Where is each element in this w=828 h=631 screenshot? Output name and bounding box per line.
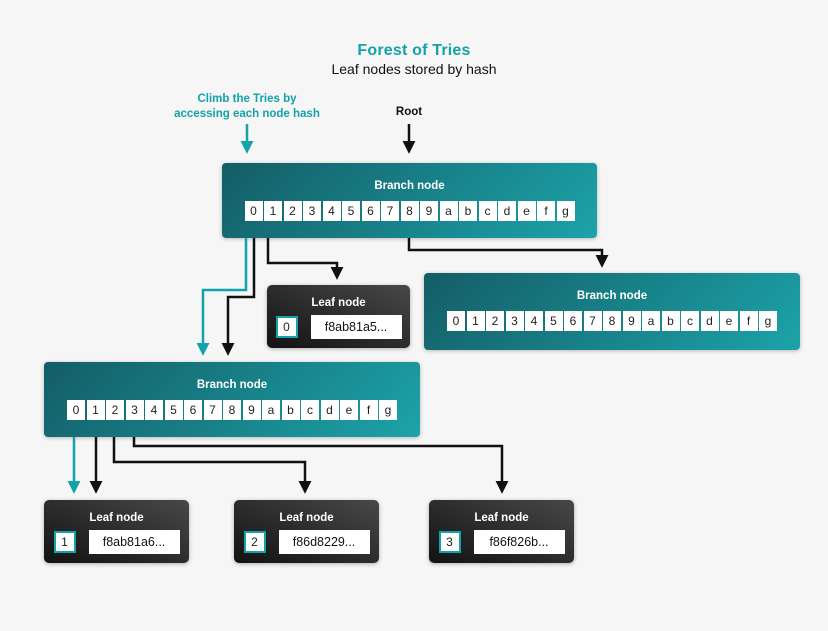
branch-cell-9: 9 [242,400,261,420]
leaf-node-3: Leaf node 3 f86f826b... [429,500,574,563]
branch-cell-4: 4 [525,311,543,331]
branch-cell-d: d [498,201,516,221]
branch-cell-b: b [281,400,300,420]
branch-node-lower-label: Branch node [196,379,268,391]
branch-cell-2: 2 [283,201,302,221]
climb-annotation-line2: accessing each node hash [174,107,320,120]
climb-annotation: Climb the Tries by accessing each node h… [127,92,367,122]
branch-cell-0: 0 [447,311,465,331]
branch-cell-d: d [700,311,719,331]
leaf-node-1-hash: f8ab81a6... [88,530,180,554]
branch-cell-7: 7 [203,400,222,420]
branch-cell-f: f [537,201,555,221]
branch-cell-6: 6 [184,400,202,420]
branch-cell-4: 4 [145,400,163,420]
branch-cell-g: g [556,201,575,221]
branch-cell-b: b [459,201,477,221]
branch-cell-9: 9 [622,311,641,331]
branch-cell-e: e [340,400,358,420]
branch-cell-1: 1 [86,400,105,420]
climb-annotation-line1: Climb the Tries by [197,93,297,105]
branch-cell-a: a [439,201,458,221]
branch-node-top-label: Branch node [374,180,445,192]
branch-cell-e: e [720,311,738,331]
leaf-node-0: Leaf node 0 f8ab81a5... [267,285,410,348]
leaf-node-1-label: Leaf node [89,512,144,524]
leaf-node-3-label: Leaf node [474,512,529,524]
leaf-node-0-hash: f8ab81a5... [310,315,402,339]
branch-cell-5: 5 [164,400,183,420]
branch-cell-d: d [320,400,339,420]
branch-cell-2: 2 [486,311,504,331]
branch-cell-7: 7 [381,201,399,221]
leaf-node-2-label: Leaf node [279,512,334,524]
branch-cell-1: 1 [466,311,485,331]
branch-cell-g: g [379,400,397,420]
branch-cell-5: 5 [544,311,563,331]
branch-cell-8: 8 [603,311,621,331]
branch-cell-6: 6 [564,311,582,331]
leaf-node-3-hash: f86f826b... [473,530,565,554]
arrow-top-cell1-to-leaf0 [266,238,344,280]
leaf-node-2-hash: f86d8229... [278,530,370,554]
branch-cell-e: e [517,201,536,221]
branch-cell-3: 3 [125,400,144,420]
branch-cell-c: c [478,201,497,221]
branch-node-right-label: Branch node [576,290,648,302]
arrow-top-cell0-to-lower-branch [221,238,256,356]
branch-cell-0: 0 [244,201,263,221]
arrow-lower-cell2-to-leaf2 [112,437,312,494]
leaf-node-1: Leaf node 1 f8ab81a6... [44,500,189,563]
arrow-top-cell0-to-lower-branch-teal [196,238,248,356]
branch-cell-a: a [642,311,660,331]
branch-cell-8: 8 [400,201,419,221]
leaf-node-0-index: 0 [275,316,298,338]
branch-cell-g: g [759,311,777,331]
leaf-node-3-index: 3 [438,531,461,553]
branch-cell-c: c [301,400,319,420]
arrow-top-cell8-to-right-branch [407,238,609,268]
diagram-subtitle: Leaf nodes stored by hash [331,61,497,77]
branch-cell-8: 8 [223,400,241,420]
branch-cell-a: a [262,400,280,420]
branch-cell-6: 6 [361,201,380,221]
branch-cell-b: b [661,311,680,331]
leaf-node-2: Leaf node 2 f86d8229... [234,500,379,563]
leaf-node-2-index: 2 [243,531,266,553]
branch-cell-4: 4 [322,201,341,221]
branch-cell-9: 9 [420,201,438,221]
branch-cell-3: 3 [505,311,524,331]
branch-cell-5: 5 [342,201,360,221]
branch-cell-3: 3 [303,201,321,221]
branch-cell-7: 7 [583,311,602,331]
branch-cell-0: 0 [67,400,85,420]
leaf-node-1-index: 1 [53,531,76,553]
branch-cell-1: 1 [264,201,282,221]
arrow-lower-cell3-to-leaf3 [132,437,509,494]
branch-cell-2: 2 [106,400,124,420]
branch-cell-f: f [359,400,378,420]
leaf-node-0-label: Leaf node [311,297,366,309]
branch-cell-c: c [681,311,699,331]
root-label: Root [395,106,423,118]
branch-cell-f: f [739,311,758,331]
diagram-title: Forest of Tries [357,42,471,59]
